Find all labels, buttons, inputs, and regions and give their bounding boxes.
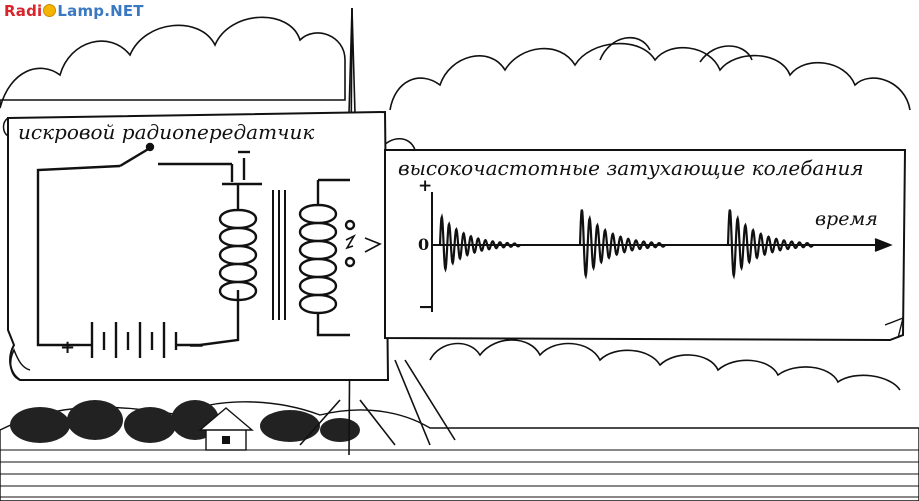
transmitter-title: искровой радиопередатчик — [18, 120, 315, 144]
ground — [0, 400, 919, 501]
wave-packet-2 — [578, 209, 666, 280]
bulb-icon — [43, 4, 57, 17]
transmitter-circuit — [36, 142, 357, 358]
transmitter-panel — [2, 110, 390, 381]
battery-plus-label: + — [60, 337, 76, 358]
watermark-part2: Lamp.NET — [57, 2, 144, 20]
y-axis-minus-label: − — [418, 296, 434, 318]
graph-title: высокочастотные затухающие колебания — [398, 156, 864, 180]
x-axis-label: время — [815, 208, 878, 230]
wave-packet-1 — [438, 213, 521, 273]
watermark-part1: Radi — [4, 2, 43, 20]
y-axis-plus-label: + — [418, 176, 433, 196]
battery-minus-label: − — [188, 333, 205, 357]
connector-arrow — [364, 237, 382, 253]
y-axis-zero-label: 0 — [418, 235, 430, 254]
watermark-logo: Radi Lamp.NET — [4, 2, 144, 20]
x-axis-arrowhead — [874, 238, 893, 252]
damped-oscillations — [438, 209, 814, 280]
wave-packet-3 — [726, 209, 814, 280]
